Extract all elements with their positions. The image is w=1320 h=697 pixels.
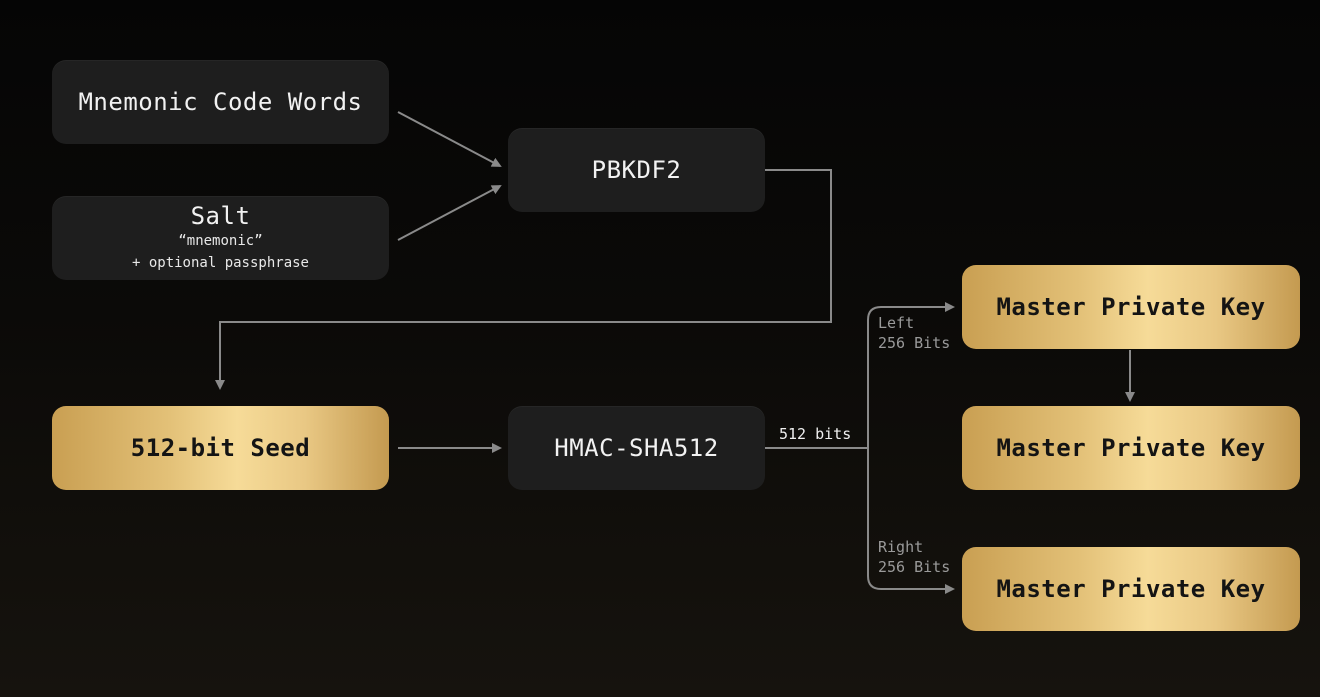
edge-split-left — [867, 302, 955, 448]
master-private-key-bottom-node: Master Private Key — [962, 547, 1300, 631]
salt-value: “mnemonic” — [178, 233, 263, 249]
master-private-key-middle-node: Master Private Key — [962, 406, 1300, 490]
pbkdf2-label: PBKDF2 — [591, 156, 682, 184]
edge-label-left: Left — [878, 314, 915, 332]
master-private-key-bottom-label: Master Private Key — [996, 575, 1266, 603]
seed-node: 512-bit Seed — [52, 406, 389, 490]
master-private-key-top-node: Master Private Key — [962, 265, 1300, 349]
edge-split-right — [867, 448, 955, 594]
master-private-key-middle-label: Master Private Key — [996, 434, 1266, 462]
mnemonic-code-words-label: Mnemonic Code Words — [78, 88, 363, 116]
edge-label-right-bits: 256 Bits — [878, 558, 951, 576]
edge-label-left-256: Left 256 Bits — [878, 313, 950, 353]
pbkdf2-node: PBKDF2 — [508, 128, 765, 212]
edge-label-512-bits: 512 bits — [779, 425, 852, 443]
seed-label: 512-bit Seed — [130, 434, 311, 462]
edge-mnemonic-pbkdf2 — [397, 111, 502, 167]
hmac-sha512-label: HMAC-SHA512 — [554, 434, 719, 462]
salt-node: Salt “mnemonic” + optional passphrase — [52, 196, 389, 280]
master-private-key-top-label: Master Private Key — [996, 293, 1266, 321]
edge-label-right: Right — [878, 538, 924, 556]
edge-salt-pbkdf2 — [397, 185, 502, 241]
hmac-sha512-node: HMAC-SHA512 — [508, 406, 765, 490]
edge-label-right-256: Right 256 Bits — [878, 537, 950, 577]
salt-label: Salt — [190, 202, 251, 230]
edge-label-left-bits: 256 Bits — [878, 334, 951, 352]
edge-pbkdf2-seed — [215, 169, 832, 390]
salt-passphrase-note: + optional passphrase — [131, 255, 309, 271]
mnemonic-code-words-node: Mnemonic Code Words — [52, 60, 389, 144]
